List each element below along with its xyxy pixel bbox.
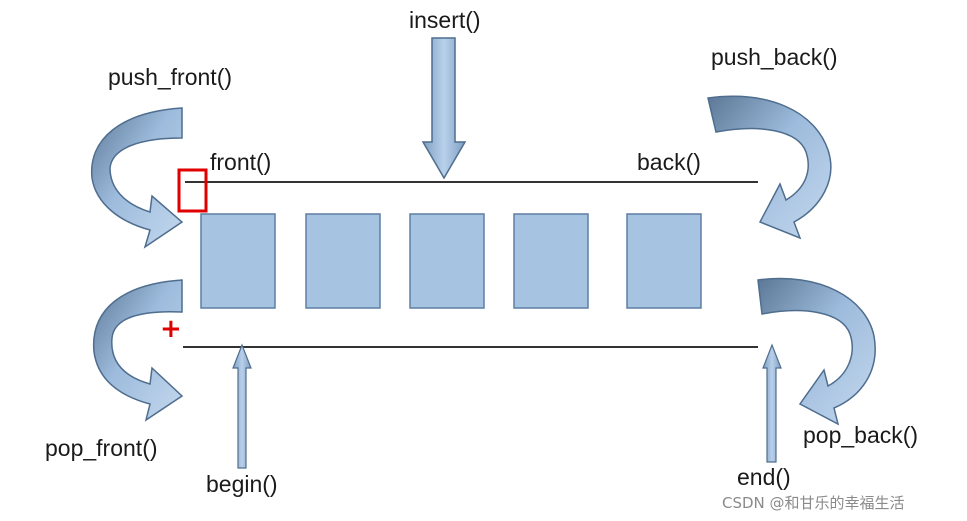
- watermark-text: CSDN @和甘乐的幸福生活: [722, 494, 905, 512]
- front-highlight-box: [177, 168, 208, 213]
- insert-arrow: [421, 37, 467, 180]
- plus-mark: +: [160, 314, 182, 344]
- container-element-2: [305, 213, 381, 309]
- begin-label: begin(): [206, 471, 278, 497]
- pop-front-arrow: [92, 279, 184, 422]
- push-back-label: push_back(): [711, 44, 838, 70]
- push-back-arrow: [707, 95, 832, 240]
- container-element-3: [409, 213, 485, 309]
- push-front-label: push_front(): [108, 64, 232, 90]
- end-arrow: [762, 343, 782, 463]
- container-element-4: [513, 213, 589, 309]
- container-elements: [200, 213, 702, 309]
- pop-back-label: pop_back(): [803, 422, 918, 448]
- back-label: back(): [637, 149, 701, 175]
- push-front-arrow: [90, 107, 184, 249]
- pop-back-arrow: [757, 277, 876, 426]
- begin-arrow: [232, 343, 252, 469]
- insert-label: insert(): [409, 7, 481, 33]
- pop-front-label: pop_front(): [45, 435, 158, 461]
- front-label: front(): [210, 149, 271, 175]
- container-element-5: [626, 213, 702, 309]
- container-element-1: [200, 213, 276, 309]
- end-label: end(): [737, 464, 791, 490]
